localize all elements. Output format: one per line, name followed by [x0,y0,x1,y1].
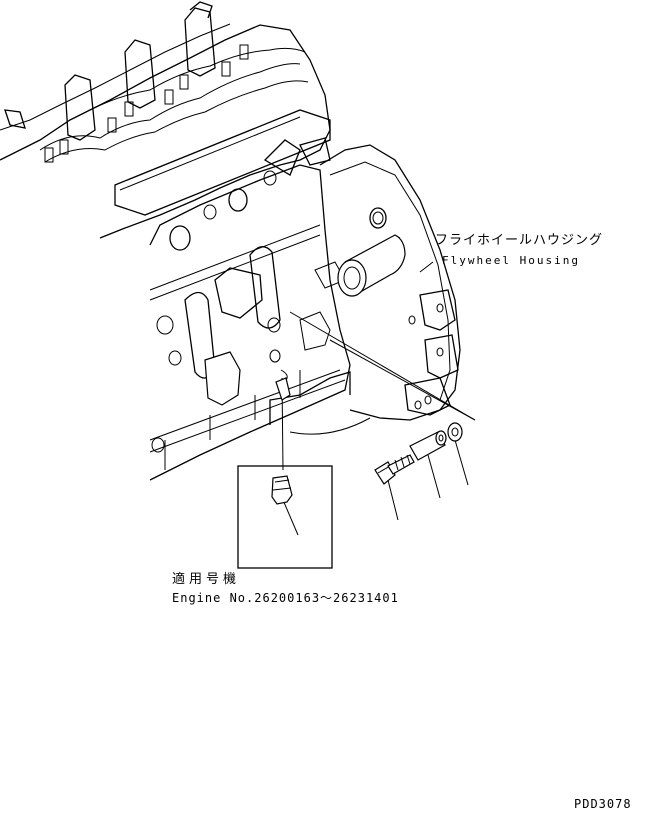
block-fitting [275,369,291,401]
detail-inset [237,465,333,569]
flywheel-housing-label-en: Flywheel Housing [442,254,580,267]
part-bolt [374,454,415,485]
serial-applicability-label-jp: 適用号機 [172,572,241,587]
serial-applicability-label-en: Engine No.26200163～26231401 [172,591,399,605]
leader-lines [281,261,476,536]
part-spacer [409,430,447,461]
flywheel-housing-label-jp: フライホイールハウジング [435,233,604,248]
part-washer [447,422,463,442]
drawing-number: PDD3078 [574,797,632,811]
flywheel-housing [289,144,461,435]
cylinder-head [0,1,331,239]
cylinder-block [149,164,351,481]
